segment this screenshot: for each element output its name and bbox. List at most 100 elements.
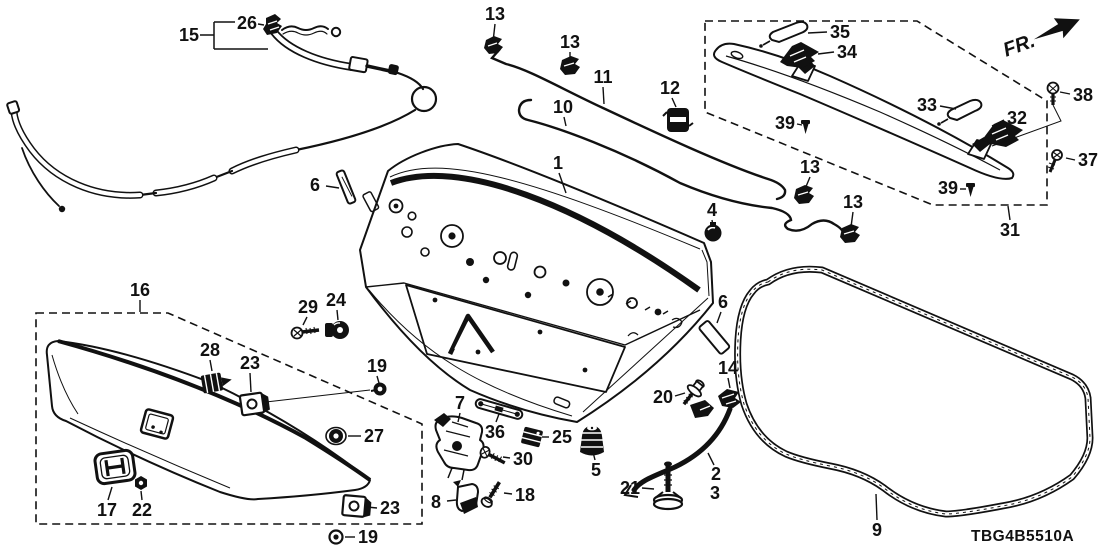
callout-leader-21 [641,487,655,490]
callout-19: 19 [367,356,387,376]
callout-leader-13 [492,23,496,43]
callout-39: 39 [775,113,795,133]
clip-14 [718,389,741,408]
callout-7: 7 [455,393,465,413]
screw-29 [290,326,320,340]
callout-1: 1 [553,153,563,173]
callout-leader-17 [107,486,113,501]
striker-2-3 [623,400,733,498]
callout-12: 12 [660,78,680,98]
callout-13: 13 [800,157,820,177]
callout-20: 20 [653,387,673,407]
callout-leader-19 [376,375,380,384]
rod-holder-12 [662,108,694,132]
fr-label: FR. [1000,30,1038,62]
callout-32: 32 [1007,108,1027,128]
rod-clip-13-a [484,36,503,54]
callout-14: 14 [718,358,738,378]
callout-leader-29 [302,316,308,326]
callout-leader-6 [716,311,722,324]
callout-leader-23 [366,506,378,509]
pin-39-b [966,183,975,197]
callout-22: 22 [132,500,152,520]
callout-leader-2 [707,452,715,466]
callout-leader-24 [336,309,339,321]
callout-3: 3 [710,483,720,503]
cushion-strip-6-right [698,320,731,355]
callout-23: 23 [240,353,260,373]
grommet-27 [325,426,347,446]
callout-25: 25 [552,427,572,447]
callout-leader-30 [502,456,511,459]
callout-leader-32 [991,119,1005,127]
callout-leader-34 [817,51,835,55]
grommet-19-a [370,382,387,396]
callout-leader-13 [804,176,811,190]
torsion-rod-11 [487,42,787,201]
callout-11: 11 [593,67,612,87]
bolt-20 [682,379,705,406]
callout-26: 26 [237,13,257,33]
callout-27: 27 [364,426,384,446]
callout-leader-13 [850,211,854,228]
spoiler-pad-33 [937,98,983,126]
callout-9: 9 [872,520,882,540]
callout-2: 2 [711,464,721,484]
trunk-garnish [45,339,372,501]
callout-13: 13 [485,4,505,24]
callout-leader-7 [457,412,461,423]
clip-25 [521,426,543,448]
fr-direction-indicator: FR. [1000,18,1080,62]
callout-34: 34 [837,42,857,62]
screw-38 [991,81,1062,147]
garnish-square-hole [139,408,175,440]
cushion-5 [580,425,604,456]
callout-6: 6 [718,292,728,312]
callout-leader-33 [939,105,957,110]
clip23-assembly-line [265,389,371,403]
trunk-lid-holes [388,198,683,373]
spoiler-group-box [704,20,1048,206]
nut-22 [135,476,147,490]
callout-17: 17 [97,500,117,520]
callout-8: 8 [431,492,441,512]
screw-18 [480,481,501,508]
callout-38: 38 [1073,85,1093,105]
callout-28: 28 [200,340,220,360]
callout-23: 23 [380,498,400,518]
callout-35: 35 [830,22,850,42]
callout-leader-23 [249,372,252,393]
callout-leader-12 [671,97,677,108]
callout-6: 6 [310,175,320,195]
spoiler-pad-35 [759,20,809,48]
callout-leader-5 [592,451,596,461]
callout-13: 13 [843,192,863,212]
pin-39-a [801,120,810,134]
callout-37: 37 [1078,150,1098,170]
garnish-group-box [35,312,423,525]
clip-23-b [341,494,372,518]
callout-4: 4 [707,200,717,220]
diagram-part-code: TBG4B5510A [971,528,1074,545]
callout-5: 5 [591,460,601,480]
callout-24: 24 [326,290,346,310]
callout-leader-36 [495,413,500,423]
callout-31: 31 [1000,220,1020,240]
callout-leader-28 [209,359,213,372]
license-bar-36 [474,398,524,420]
screw-37 [1047,149,1063,173]
callout-10: 10 [553,97,573,117]
callout-36: 36 [485,422,505,442]
callout-leader-4 [711,219,714,227]
grommet-24 [325,321,349,339]
callout-leader-9 [875,493,878,521]
callout-29: 29 [298,297,318,317]
callout-leader-11 [602,86,605,105]
bracket-8 [453,480,480,514]
trunk-opener-cable [6,25,438,213]
callout-30: 30 [513,449,533,469]
clip-28 [200,372,232,394]
callout-15: 15 [179,25,199,45]
trunk-lid [359,143,714,423]
